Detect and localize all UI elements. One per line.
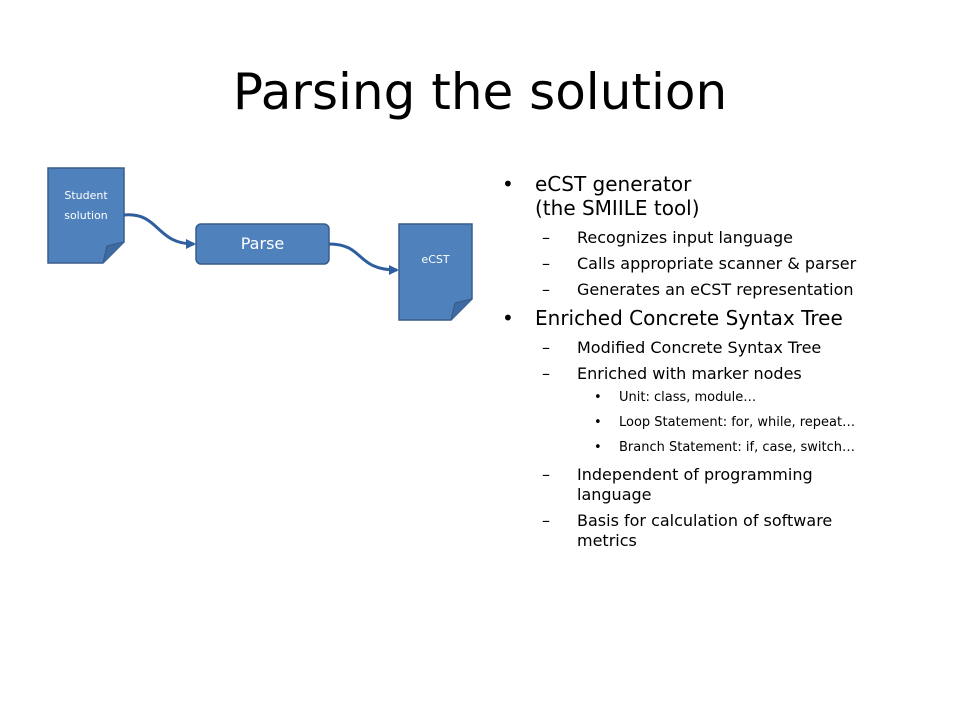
sub-bullet-basis: Basis for calculation of software metric…	[500, 511, 940, 551]
sub-sub-bullet: Loop Statement: for, while, repeat…	[500, 415, 940, 431]
student-label-line1: Student	[64, 189, 108, 202]
connector-student-to-parse	[123, 213, 196, 249]
bullet-ecst-generator: eCST generator (the SMIILE tool)	[500, 172, 940, 220]
sub-bullet: Modified Concrete Syntax Tree	[500, 338, 940, 358]
parse-label: Parse	[240, 234, 285, 253]
sub-bullet-line: metrics	[577, 531, 637, 550]
sub-bullet-line: Independent of programming	[577, 465, 813, 484]
student-solution-label: Student solution	[48, 186, 124, 226]
sub-bullet: Enriched with marker nodes	[500, 364, 940, 384]
sub-sub-bullet: Unit: class, module…	[500, 390, 940, 406]
bullet-ecst-generator-line2: (the SMIILE tool)	[535, 196, 700, 220]
slide-title: Parsing the solution	[232, 63, 728, 121]
sub-bullet: Calls appropriate scanner & parser	[500, 254, 940, 274]
ecst-document-fold	[450, 298, 473, 321]
sub-bullet-line: language	[577, 485, 652, 504]
sub-bullet-line: Basis for calculation of software	[577, 511, 833, 530]
student-solution-fold	[102, 241, 125, 264]
bullet-enriched-cst: Enriched Concrete Syntax Tree	[500, 306, 940, 330]
sub-bullet: Generates an eCST representation	[500, 280, 940, 300]
connector-parse-to-ecst	[328, 242, 399, 275]
sub-bullet-independent: Independent of programming language	[500, 465, 940, 505]
sub-bullet: Recognizes input language	[500, 228, 940, 248]
ecst-label: eCST	[421, 253, 450, 266]
student-label-line2: solution	[64, 209, 108, 222]
bullet-ecst-generator-line1: eCST generator	[535, 172, 692, 196]
bullet-list: eCST generator (the SMIILE tool) Recogni…	[500, 172, 940, 557]
sub-sub-bullet: Branch Statement: if, case, switch…	[500, 440, 940, 456]
